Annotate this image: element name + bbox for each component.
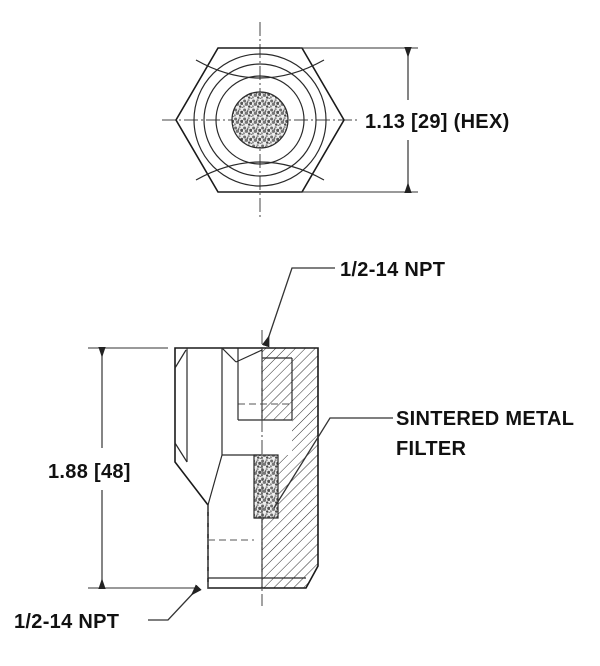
- height-dimension-label: 1.88 [48]: [48, 461, 131, 483]
- hex-circle-second: [203, 63, 317, 177]
- hex-chamfer-left-lower: [174, 442, 188, 463]
- sintered-metal-disc-outline: [231, 91, 289, 149]
- thread-callout-top-label: 1/2-14 NPT: [340, 259, 445, 281]
- section-hatch-region: [262, 348, 318, 588]
- filter-callout-line1: SINTERED METAL: [396, 408, 574, 430]
- hex-chamfer-arc-top: [195, 59, 325, 79]
- filter-callout-line2: FILTER: [396, 438, 467, 460]
- fitting-outer-profile: [174, 347, 319, 589]
- hex-circle-third: [215, 75, 305, 165]
- hex-circle-outer: [193, 53, 327, 187]
- thread-callout-top: 1/2-14 NPT: [261, 259, 445, 348]
- hex-dimension-label: 1.13 [29] (HEX): [365, 111, 510, 133]
- thread-callout-top-leader: [261, 267, 335, 348]
- sintered-metal-filter-plug: [254, 455, 278, 518]
- front-section-view: 1.88 [48]: [48, 330, 319, 606]
- top-hex-view: 1.13 [29] (HEX): [162, 22, 510, 218]
- hex-chamfer-arc-bottom: [195, 161, 325, 181]
- hex-corner-bevel: [221, 347, 237, 363]
- thread-callout-bottom-leader: [148, 584, 202, 621]
- hex-flank-edge-mid: [207, 348, 223, 506]
- hex-chamfer-left-upper: [174, 349, 187, 369]
- thread-callout-bottom: 1/2-14 NPT: [14, 584, 202, 633]
- hex-corner-bevel-right: [235, 349, 263, 363]
- filter-callout-leader: [273, 417, 393, 509]
- sintered-metal-filter-outline: [253, 454, 279, 519]
- thread-callout-bottom-label: 1/2-14 NPT: [14, 611, 119, 633]
- sintered-metal-disc: [232, 92, 288, 148]
- filter-callout: SINTERED METAL FILTER: [273, 408, 574, 509]
